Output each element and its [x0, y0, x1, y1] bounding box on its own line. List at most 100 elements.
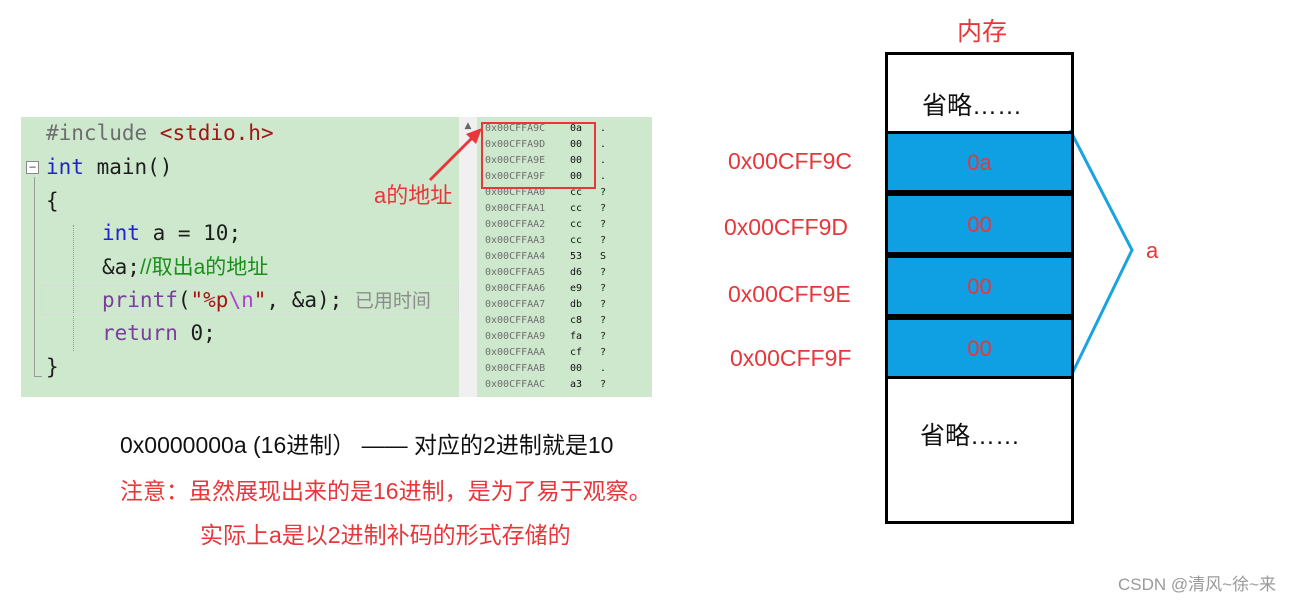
string-literal-end: " — [253, 288, 267, 312]
code-text: 0; — [177, 321, 216, 345]
memory-char: . — [600, 139, 607, 150]
memory-value: 00 — [570, 171, 583, 182]
memory-address: 0x00CFFAA9 — [485, 331, 546, 342]
memory-value: e9 — [570, 283, 583, 294]
memory-value: c8 — [570, 315, 583, 326]
memory-value: cc — [570, 187, 583, 198]
memory-char: ? — [600, 267, 607, 278]
preprocessor: #include — [46, 121, 160, 145]
address-arrow-line — [428, 134, 476, 182]
memory-value: db — [570, 299, 583, 310]
memory-address: 0x00CFFAA6 — [485, 283, 546, 294]
note-hex-binary: 0x0000000a (16进制） —— 对应的2进制就是10 — [120, 432, 614, 458]
memory-char: ? — [600, 379, 607, 390]
memory-char: ? — [600, 299, 607, 310]
indent-guide — [73, 225, 75, 351]
inline-hint: 已用时间 — [354, 290, 431, 312]
memory-value: 53 — [570, 251, 583, 262]
memory-address: 0x00CFFAA5 — [485, 267, 546, 278]
memory-address: 0x00CFFAA0 — [485, 187, 546, 198]
cell-value: 00 — [967, 336, 992, 361]
code-text: , &a); — [266, 288, 343, 312]
memory-address: 0x00CFFAA3 — [485, 235, 546, 246]
memory-value: a3 — [570, 379, 583, 390]
memory-address: 0x00CFFAAA — [485, 347, 546, 358]
cell-address: 0x00CFF9D — [724, 214, 848, 240]
memory-value: cc — [570, 219, 583, 230]
code-line-4[interactable]: int a = 10; — [102, 219, 241, 247]
memory-char: . — [600, 363, 607, 374]
memory-char: ? — [600, 187, 607, 198]
code-text: &a; — [102, 255, 140, 279]
variable-label: a — [1146, 238, 1159, 263]
memory-char: S — [600, 251, 607, 262]
code-line-2[interactable]: int main() — [46, 153, 172, 181]
memory-char: . — [600, 123, 607, 134]
note-attention: 注意：虽然展现出来的是16进制，是为了易于观察。 — [120, 478, 652, 504]
memory-address: 0x00CFFA9E — [485, 155, 546, 166]
code-text: { — [46, 189, 59, 213]
memory-value: 00 — [570, 139, 583, 150]
memory-cell: 00 — [885, 193, 1074, 255]
scroll-up-icon[interactable]: ▲ — [464, 121, 472, 131]
memory-char: ? — [600, 347, 607, 358]
memory-cell: 00 — [885, 255, 1074, 317]
memory-address: 0x00CFFAAC — [485, 379, 546, 390]
memory-address: 0x00CFFAA4 — [485, 251, 546, 262]
code-line-3[interactable]: { — [46, 187, 59, 215]
collapse-toggle[interactable]: − — [26, 161, 39, 174]
memory-char: ? — [600, 283, 607, 294]
function-name: printf — [102, 288, 178, 312]
memory-address: 0x00CFFA9D — [485, 139, 546, 150]
memory-address: 0x00CFFA9C — [485, 123, 546, 134]
code-line-6[interactable]: printf("%p\n", &a); 已用时间 — [102, 286, 431, 315]
memory-value: cc — [570, 203, 583, 214]
omit-top: 省略…… — [922, 92, 1023, 120]
memory-address: 0x00CFFAA2 — [485, 219, 546, 230]
code-line-8[interactable]: } — [46, 353, 59, 381]
memory-value: fa — [570, 331, 583, 342]
memory-value: d6 — [570, 267, 583, 278]
memory-char: ? — [600, 331, 607, 342]
memory-address: 0x00CFFA9F — [485, 171, 546, 182]
code-comment: //取出a的地址 — [139, 256, 269, 279]
memory-char: ? — [600, 235, 607, 246]
variable-bracket — [1068, 129, 1134, 379]
cell-value: 00 — [967, 274, 992, 299]
cell-value: 0a — [967, 150, 992, 175]
memory-highlight-box — [481, 122, 596, 189]
code-line-5[interactable]: &a;//取出a的地址 — [102, 253, 268, 282]
memory-cell: 00 — [885, 317, 1074, 379]
omit-bottom: 省略…… — [920, 422, 1021, 450]
memory-value: 00 — [570, 155, 583, 166]
note-complement: 实际上a是以2进制补码的形式存储的 — [200, 522, 571, 548]
cell-address: 0x00CFF9E — [728, 281, 851, 307]
memory-value: 0a — [570, 123, 583, 134]
memory-char: . — [600, 171, 607, 182]
address-caption: a的地址 — [374, 183, 453, 208]
memory-address: 0x00CFFAA7 — [485, 299, 546, 310]
cell-address: 0x00CFF9F — [730, 345, 852, 371]
memory-char: ? — [600, 315, 607, 326]
keyword: return — [102, 321, 178, 345]
watermark: CSDN @清风~徐~来 — [1118, 575, 1277, 594]
memory-char: ? — [600, 219, 607, 230]
memory-value: 00 — [570, 363, 583, 374]
code-text: ( — [177, 288, 191, 312]
keyword: int — [102, 221, 140, 245]
code-line-1[interactable]: #include <stdio.h> — [46, 119, 274, 147]
string-literal: "%p — [190, 288, 229, 312]
code-text: a = 10; — [139, 221, 242, 245]
code-text: } — [46, 355, 59, 379]
memory-window: 0x00CFFA9C 0a. 0x00CFFA9D 00. 0x00CFFA9E 00. 0… — [477, 117, 652, 397]
escape-sequence: \n — [228, 288, 254, 312]
scrollbar[interactable]: ▲ — [459, 117, 477, 397]
code-line-7[interactable]: return 0; — [102, 319, 216, 347]
memory-char: . — [600, 155, 607, 166]
memory-value: cf — [570, 347, 583, 358]
memory-address: 0x00CFFAA8 — [485, 315, 546, 326]
current-line-highlight — [41, 285, 459, 315]
address-arrow-head — [466, 128, 482, 144]
memory-char: ? — [600, 203, 607, 214]
